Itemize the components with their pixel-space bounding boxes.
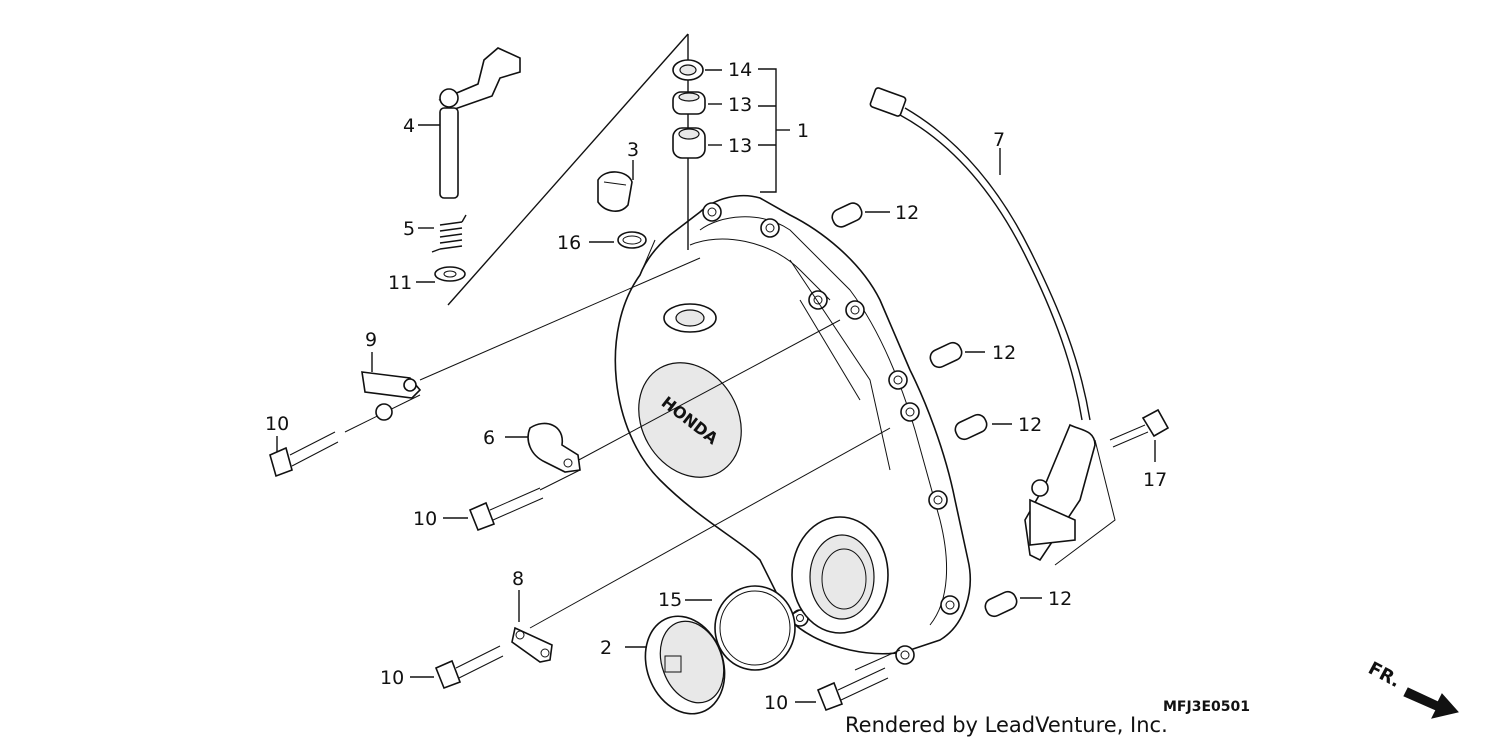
callout-9: 9 [365, 329, 377, 351]
part-5-spring [418, 214, 467, 253]
part-12-dowel-d [984, 590, 1042, 618]
part-14-oil-seal [672, 59, 722, 81]
diagram-code: MFJ3E0501 [1163, 699, 1250, 715]
part-9-clamp [361, 352, 422, 421]
callout-10-b: 10 [413, 508, 437, 530]
part-15-o-ring [685, 585, 796, 671]
callout-3: 3 [627, 139, 639, 161]
callout-12-d: 12 [1048, 588, 1072, 610]
callout-12-c: 12 [1018, 414, 1042, 436]
part-13-bearing-upper [672, 91, 722, 115]
part-11-washer [416, 266, 466, 283]
callout-17: 17 [1143, 469, 1167, 491]
part-4-shift-arm [418, 47, 521, 199]
part-10-bolt-c [410, 645, 504, 690]
callout-12-a: 12 [895, 202, 919, 224]
callout-10-d: 10 [764, 692, 788, 714]
part-6-cable-guide [505, 422, 581, 473]
front-direction-arrow-icon: FR. [1365, 658, 1459, 719]
part-10-bolt-a [269, 431, 339, 478]
render-credit: Rendered by LeadVenture, Inc. [845, 713, 1168, 737]
part-10-bolt-b [443, 487, 544, 532]
callout-4: 4 [403, 115, 415, 137]
part-12-dowel-b [929, 341, 985, 369]
part-16-o-ring [589, 231, 647, 249]
callout-5: 5 [403, 218, 415, 240]
crankcase-cover: HONDA [614, 194, 971, 665]
callout-labels: 14 13 13 1 4 3 7 12 5 16 11 9 12 10 12 6… [265, 59, 1167, 714]
callout-10-a: 10 [265, 413, 289, 435]
callout-16: 16 [557, 232, 581, 254]
part-12-dowel-a [831, 202, 890, 228]
callout-1: 1 [797, 120, 809, 142]
part-12-dowel-c [954, 413, 1012, 441]
callout-14: 14 [728, 59, 752, 81]
part-10-bolt-d [795, 667, 889, 712]
callout-10-c: 10 [380, 667, 404, 689]
callout-13-upper: 13 [728, 94, 752, 116]
callout-15: 15 [658, 589, 682, 611]
part-13-bearing-lower [672, 127, 722, 159]
front-direction-label: FR. [1365, 658, 1404, 692]
part-8-plate [511, 590, 553, 663]
part-3-oil-filler-cap [597, 160, 634, 212]
part-7-switch-harness [869, 87, 1096, 562]
callout-2: 2 [600, 637, 612, 659]
callout-8: 8 [512, 568, 524, 590]
callout-7: 7 [993, 129, 1005, 151]
part-2-timing-cap [625, 615, 726, 715]
callout-12-b: 12 [992, 342, 1016, 364]
callout-11: 11 [388, 272, 412, 294]
callout-6: 6 [483, 427, 495, 449]
callout-13-lower: 13 [728, 135, 752, 157]
part-17-bolt [1109, 408, 1170, 462]
